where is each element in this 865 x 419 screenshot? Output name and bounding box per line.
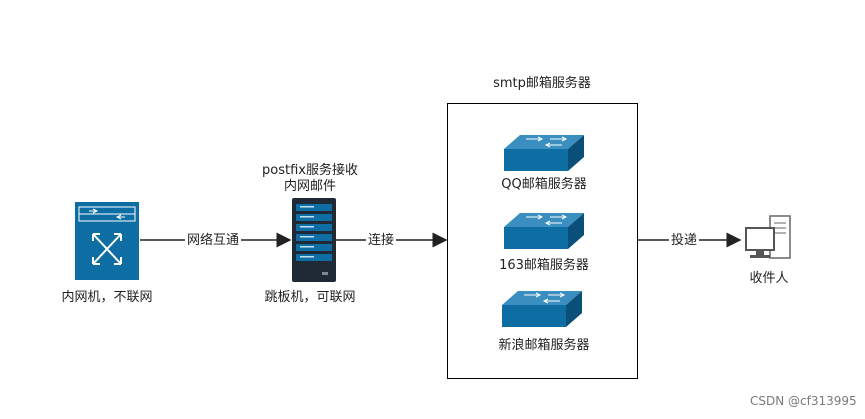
- switch-icon: [502, 291, 582, 327]
- jump-server-label-line2: 内网邮件: [283, 179, 336, 194]
- recipient-label: 收件人: [749, 271, 789, 286]
- edge-label-connect: 连接: [366, 233, 397, 249]
- jump-server-node: [292, 198, 336, 282]
- intranet-machine-node: [75, 202, 139, 280]
- watermark-text: CSDN @cf313995: [750, 394, 857, 408]
- edge-label-network-link: 网络互通: [185, 233, 242, 249]
- jump-server-label-line1: postfix服务接收: [262, 163, 358, 178]
- server-rack-icon: [292, 198, 336, 282]
- sina-server-node: [500, 289, 584, 329]
- jump-server-caption: 跳板机，可联网: [264, 290, 356, 305]
- recipient-node: [744, 214, 794, 262]
- edge-label-deliver: 投递: [669, 233, 700, 249]
- qq-server-node: [502, 133, 586, 173]
- qq-server-label: QQ邮箱服务器: [501, 177, 587, 192]
- switch-icon: [504, 213, 584, 249]
- intranet-machine-label: 内网机，不联网: [61, 290, 153, 305]
- sina-server-label: 新浪邮箱服务器: [498, 338, 590, 353]
- pc-icon: [745, 215, 791, 259]
- smtp-group-title: smtp邮箱服务器: [493, 76, 591, 91]
- server-163-label: 163邮箱服务器: [499, 258, 589, 273]
- switch-icon: [504, 135, 584, 171]
- switch-icon: [75, 202, 139, 280]
- server-163-node: [502, 211, 586, 251]
